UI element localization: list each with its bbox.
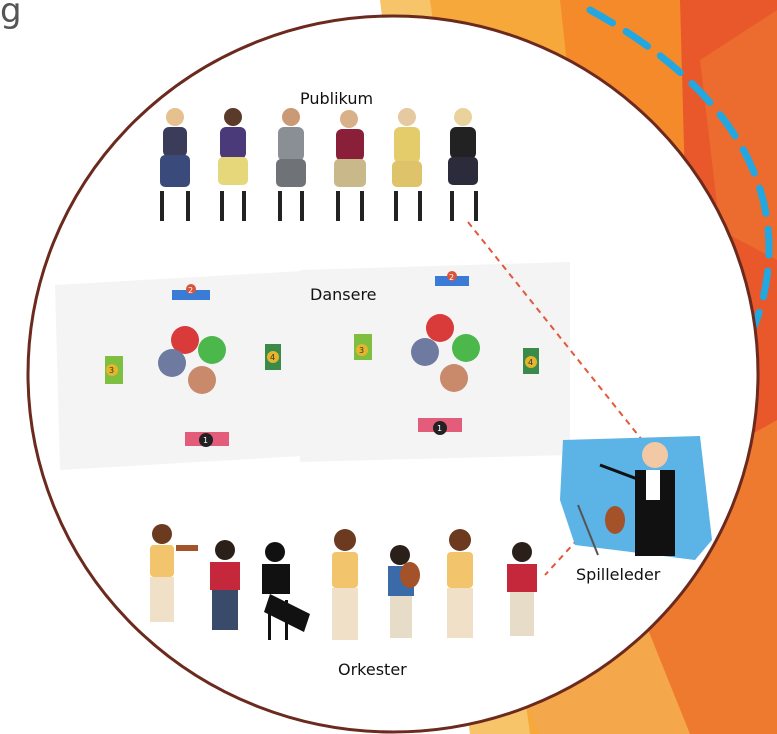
dancer-formation-right: 2 3 4 1 — [300, 262, 570, 462]
corner-glyph: g — [0, 0, 22, 31]
dancer-num-left-bottom: 1 — [203, 436, 208, 445]
dancer-num-right-right: 4 — [528, 358, 533, 367]
audience-people — [160, 108, 478, 221]
accordionist-icon — [507, 542, 537, 636]
dancer-num-right-bottom: 1 — [437, 424, 442, 433]
conductor-figure — [560, 436, 712, 560]
orchestra-label: Orkester — [338, 660, 407, 679]
orchestra — [150, 524, 537, 640]
violinist-icon — [332, 529, 358, 640]
dancer-num-right-top: 2 — [449, 273, 454, 282]
dancer-formation-left: 2 3 4 1 — [55, 270, 320, 470]
dancer-num-left-top: 2 — [188, 286, 193, 295]
violinist-icon — [447, 529, 473, 638]
dancer-num-left-left: 3 — [109, 366, 114, 375]
audience-label: Publikum — [300, 89, 373, 108]
dancer-num-left-right: 4 — [270, 353, 275, 362]
violinist-icon — [150, 524, 198, 622]
flutist-icon — [262, 542, 310, 640]
guitarist-icon — [388, 545, 420, 638]
dancer-num-right-left: 3 — [359, 346, 364, 355]
accordionist-icon — [210, 540, 240, 630]
dancers-label: Dansere — [310, 285, 377, 304]
conductor-label: Spilleleder — [576, 565, 661, 584]
